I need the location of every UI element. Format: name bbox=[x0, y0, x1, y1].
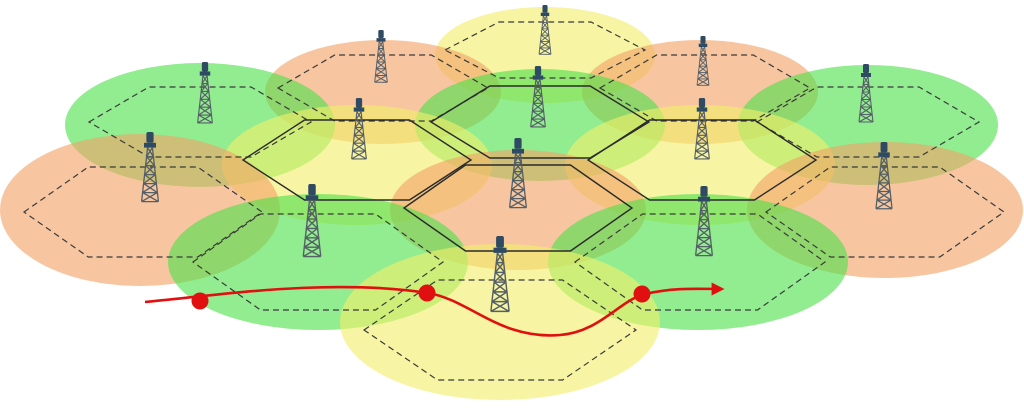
hex-center-left-outline bbox=[241, 119, 473, 201]
cell-tower-icon bbox=[694, 98, 710, 160]
cell-tower-icon bbox=[858, 64, 874, 123]
cell-tower-icon bbox=[696, 36, 710, 86]
hex-center-top-outline bbox=[429, 85, 651, 159]
cell-tower-icon bbox=[694, 186, 714, 257]
cell-tower-icon bbox=[875, 142, 893, 210]
hex-top-outline bbox=[443, 21, 647, 79]
mobile-path-layer bbox=[144, 282, 725, 337]
hex-upper-left-outline bbox=[276, 54, 490, 122]
handoff-point bbox=[191, 292, 209, 310]
hex-right-outline bbox=[755, 86, 981, 158]
coverage-cells-layer bbox=[0, 7, 1023, 400]
cell-tower-icon bbox=[197, 62, 213, 124]
cell-tower-icon bbox=[508, 138, 528, 209]
hex-bottom-outline bbox=[362, 279, 638, 381]
hex-center-outline bbox=[402, 164, 634, 252]
hex-upper-right-outline bbox=[598, 54, 812, 122]
cell-tower-icon bbox=[351, 98, 367, 160]
handoff-point bbox=[633, 285, 651, 303]
cell-tower-icon bbox=[302, 184, 322, 258]
hex-lower-left-outline bbox=[191, 213, 445, 311]
hexagon-grid-layer bbox=[22, 21, 1006, 381]
cell-tower-icon bbox=[374, 30, 388, 83]
hex-far-right-outline bbox=[764, 166, 1006, 258]
cell-bottom-yellow bbox=[340, 244, 660, 400]
cell-tower-icon bbox=[530, 66, 546, 128]
cell-tower-icon bbox=[490, 236, 510, 313]
hex-center-right-outline bbox=[586, 119, 818, 201]
hex-far-left-outline bbox=[22, 166, 264, 258]
cell-tower-icon bbox=[140, 132, 160, 203]
hex-lower-right-outline bbox=[573, 213, 827, 311]
handoff-point bbox=[418, 284, 436, 302]
towers-layer bbox=[140, 5, 893, 313]
cell-tower-icon bbox=[538, 5, 552, 55]
